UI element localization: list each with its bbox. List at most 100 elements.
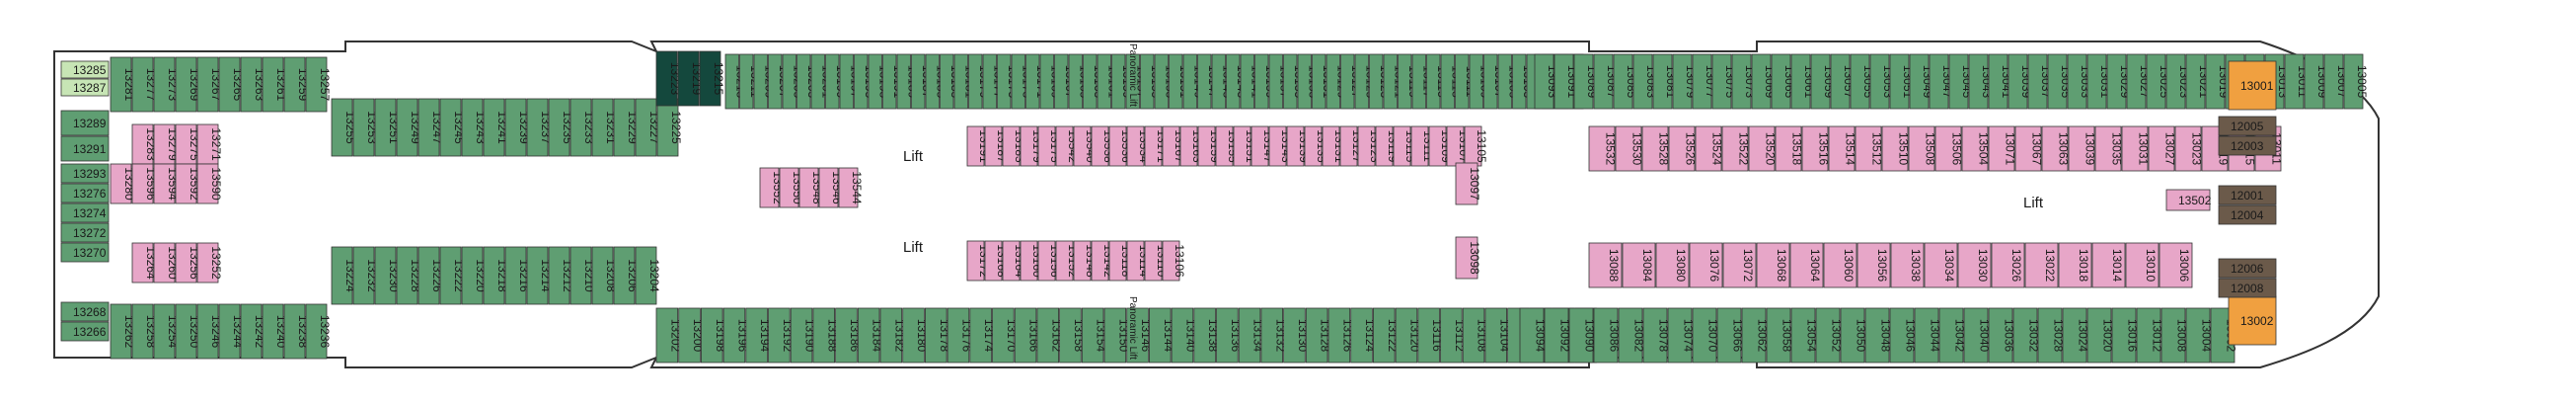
yacht-cabin[interactable]: 12001 <box>2218 185 2277 205</box>
cabin-oceanview[interactable]: 13514 <box>1828 125 1857 172</box>
cabin-oceanview[interactable]: 13510 <box>1881 125 1911 172</box>
cabin-oceanview[interactable]: 13027 <box>2148 125 2177 172</box>
cabin-oceanview[interactable]: 13252 <box>196 242 223 284</box>
cabin-balcony[interactable]: 13078 <box>1642 307 1671 364</box>
cabin-balcony[interactable]: 13220 <box>461 246 488 305</box>
cabin-suite[interactable]: 13215 <box>699 50 725 107</box>
cabin-oceanview[interactable]: 13080 <box>1655 242 1690 288</box>
cabin-oceanview[interactable]: 13504 <box>1961 125 1991 172</box>
cabin-oceanview[interactable]: 13544 <box>838 167 864 208</box>
cabin-oceanview[interactable]: 13076 <box>1689 242 1723 288</box>
cabin-oceanview[interactable]: 13068 <box>1756 242 1790 288</box>
stern-cabin[interactable]: 13276 <box>60 183 110 203</box>
cabin-balcony[interactable]: 13050 <box>1840 307 1868 364</box>
cabin-oceanview[interactable]: 13088 <box>1588 242 1623 288</box>
cabin-balcony[interactable]: 13236 <box>305 303 332 360</box>
stern-cabin[interactable]: 13293 <box>60 163 110 184</box>
cabin-balcony[interactable]: 13257 <box>305 56 332 113</box>
yacht-cabin[interactable]: 12006 <box>2218 258 2277 279</box>
cabin-balcony[interactable]: 13237 <box>526 98 553 157</box>
cabin-balcony[interactable]: 13092 <box>1544 307 1572 364</box>
cabin-balcony[interactable]: 13204 <box>635 246 661 305</box>
cabin-oceanview[interactable]: 13518 <box>1775 125 1804 172</box>
cabin-balcony[interactable]: 13082 <box>1618 307 1646 364</box>
stern-cabin[interactable]: 13287 <box>60 78 110 97</box>
stern-cabin[interactable]: 13285 <box>60 60 110 79</box>
stern-cabin[interactable]: 13274 <box>60 202 110 223</box>
cabin-balcony[interactable]: 13225 <box>656 98 683 157</box>
cabin-oceanview[interactable]: 13014 <box>2091 242 2126 288</box>
cabin-oceanview[interactable]: 13039 <box>2068 125 2097 172</box>
cabin-oceanview[interactable]: 13106 <box>1162 240 1186 282</box>
cabin-balcony[interactable]: 13199 <box>825 53 848 110</box>
cabin-balcony[interactable]: 13028 <box>2037 307 2066 364</box>
cabin-oceanview[interactable]: 13018 <box>2058 242 2092 288</box>
cabin-balcony[interactable]: 13008 <box>2160 307 2189 364</box>
cabin-oceanview[interactable]: 13516 <box>1801 125 1831 172</box>
stern-cabin[interactable]: 13291 <box>60 135 110 162</box>
cabin-oceanview[interactable]: 13590 <box>196 163 223 204</box>
stern-cabin[interactable]: 13266 <box>60 321 110 342</box>
cabin-balcony[interactable]: 13094 <box>1519 307 1548 364</box>
cabin-oceanview[interactable]: 13060 <box>1823 242 1857 288</box>
cabin-oceanview[interactable]: 13524 <box>1695 125 1724 172</box>
cabin-oceanview[interactable]: 13506 <box>1934 125 1964 172</box>
cabin-balcony[interactable]: 13024 <box>2062 307 2090 364</box>
cabin-balcony[interactable]: 13070 <box>1692 307 1720 364</box>
cabin-oceanview[interactable]: 13023 <box>2174 125 2204 172</box>
haven-cabin[interactable]: 13002 <box>2228 295 2277 346</box>
yacht-cabin[interactable]: 12004 <box>2218 204 2277 225</box>
yacht-cabin[interactable]: 12005 <box>2218 116 2277 136</box>
cabin-balcony[interactable]: 13012 <box>2136 307 2164 364</box>
cabin-oceanview[interactable]: 13071 <box>1988 125 2017 172</box>
cabin-balcony[interactable]: 13048 <box>1864 307 1893 364</box>
cabin-oceanview[interactable]: 13067 <box>2014 125 2044 172</box>
cabin-oceanview[interactable]: 13502 <box>2165 189 2212 211</box>
stern-cabin[interactable]: 13268 <box>60 301 110 322</box>
stern-cabin[interactable]: 13270 <box>60 242 110 263</box>
cabin-balcony[interactable]: 13066 <box>1716 307 1745 364</box>
cabin-oceanview[interactable]: 13064 <box>1789 242 1824 288</box>
cabin-oceanview[interactable]: 13105 <box>1464 125 1488 167</box>
cabin-balcony[interactable]: 13032 <box>2012 307 2041 364</box>
cabin-oceanview[interactable]: 13271 <box>196 123 223 165</box>
cabin-balcony[interactable]: 13004 <box>2185 307 2214 364</box>
cabin-balcony[interactable]: 13020 <box>2086 307 2115 364</box>
cabin-balcony[interactable]: 13243 <box>461 98 488 157</box>
cabin-oceanview[interactable]: 13034 <box>1924 242 1958 288</box>
cabin-oceanview[interactable]: 13056 <box>1856 242 1891 288</box>
cabin-oceanview[interactable]: 13522 <box>1721 125 1751 172</box>
haven-cabin[interactable]: 13001 <box>2228 60 2277 111</box>
cabin-balcony[interactable]: 13058 <box>1766 307 1794 364</box>
cabin-oceanview[interactable]: 13512 <box>1855 125 1884 172</box>
cabin-balcony[interactable]: 13074 <box>1667 307 1696 364</box>
cabin-oceanview[interactable]: 13526 <box>1668 125 1698 172</box>
cabin-oceanview[interactable]: 13022 <box>2024 242 2059 288</box>
cabin-oceanview[interactable]: 13031 <box>2121 125 2151 172</box>
cabin-oceanview[interactable]: 13063 <box>2041 125 2071 172</box>
cabin-oceanview[interactable]: 13035 <box>2094 125 2124 172</box>
cabin-oceanview[interactable]: 13072 <box>1722 242 1757 288</box>
cabin-oceanview[interactable]: 13026 <box>1991 242 2025 288</box>
cabin-oceanview[interactable]: 13030 <box>1957 242 1992 288</box>
cabin-balcony[interactable]: 13005 <box>2343 53 2369 110</box>
cabin-balcony[interactable]: 13090 <box>1568 307 1597 364</box>
cabin-balcony[interactable]: 13052 <box>1815 307 1844 364</box>
yacht-cabin[interactable]: 12008 <box>2218 278 2277 298</box>
cabin-oceanview[interactable]: 13038 <box>1890 242 1925 288</box>
cabin-h[interactable]: 13098 <box>1455 236 1481 280</box>
cabin-oceanview[interactable]: 13528 <box>1641 125 1671 172</box>
cabin-balcony[interactable]: 13062 <box>1741 307 1770 364</box>
cabin-balcony[interactable]: 13016 <box>2111 307 2140 364</box>
cabin-balcony[interactable]: 13046 <box>1889 307 1918 364</box>
cabin-oceanview[interactable]: 13520 <box>1748 125 1778 172</box>
cabin-oceanview[interactable]: 13508 <box>1908 125 1937 172</box>
cabin-oceanview[interactable]: 13532 <box>1588 125 1618 172</box>
cabin-oceanview[interactable]: 13010 <box>2125 242 2159 288</box>
cabin-balcony[interactable]: 13054 <box>1790 307 1819 364</box>
cabin-balcony[interactable]: 13044 <box>1914 307 1942 364</box>
cabin-balcony[interactable]: 13040 <box>1963 307 1992 364</box>
cabin-oceanview[interactable]: 13530 <box>1615 125 1644 172</box>
cabin-suite[interactable]: 13219 <box>677 50 704 107</box>
cabin-balcony[interactable]: 13036 <box>1988 307 2016 364</box>
